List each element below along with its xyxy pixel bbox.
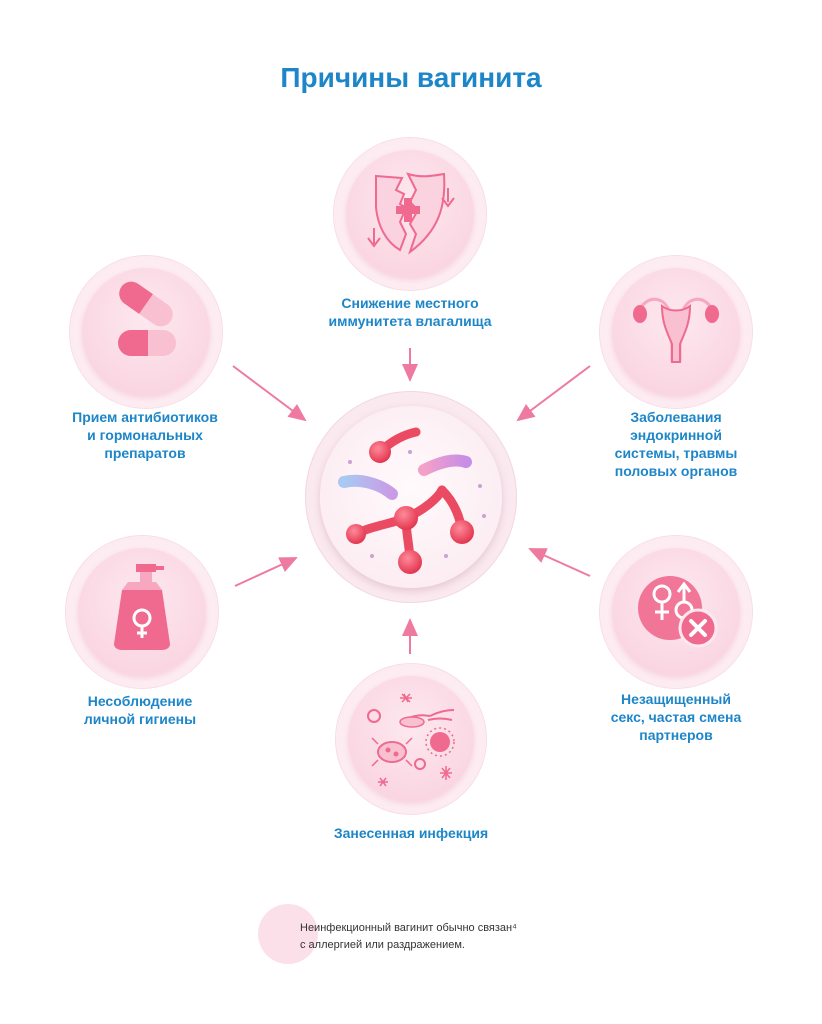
arrow-bottom-left	[234, 557, 298, 587]
label-infection: Занесенная инфекция	[333, 825, 489, 841]
arrow-top-left	[232, 365, 307, 422]
microbes-icon	[367, 693, 455, 787]
page-title: Причины вагинита	[280, 62, 542, 93]
soap-bottle-icon	[114, 564, 170, 650]
pills-icon	[118, 281, 176, 356]
shield-icon	[367, 172, 455, 255]
uterus-icon	[633, 297, 719, 363]
bacteria-icon	[338, 427, 486, 574]
arrow-bottom-right	[528, 548, 591, 577]
arrow-top-right	[516, 365, 591, 422]
footnote-blob	[258, 904, 318, 964]
gender-symbols-icon	[638, 576, 718, 648]
